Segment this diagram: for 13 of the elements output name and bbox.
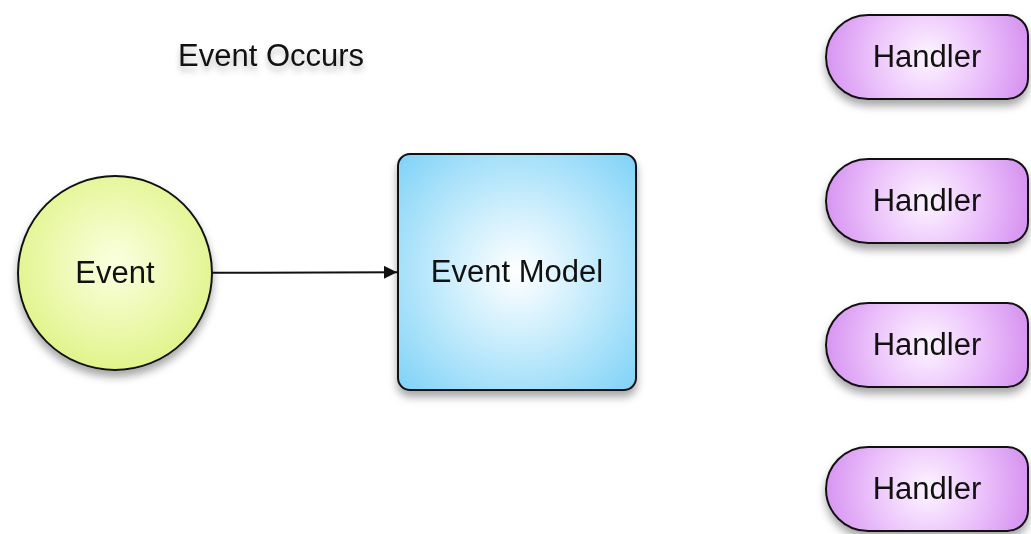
title: Event Occurs	[178, 38, 365, 74]
handler-box	[825, 302, 1029, 388]
handler-box	[825, 14, 1029, 100]
arrow	[212, 265, 398, 279]
node-label: Event Model	[430, 254, 604, 290]
process-box	[397, 153, 637, 391]
node-label: Handler	[872, 471, 982, 507]
node-label: Handler	[872, 327, 982, 363]
node-label: Handler	[872, 39, 982, 75]
node-label: Event	[75, 255, 155, 291]
handler-box	[825, 446, 1029, 532]
handler-box	[825, 158, 1029, 244]
node-label: Handler	[872, 183, 982, 219]
